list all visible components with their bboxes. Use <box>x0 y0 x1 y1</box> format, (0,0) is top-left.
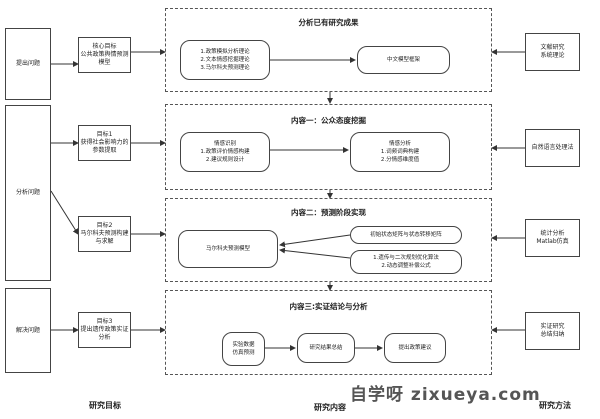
section-existing-research: 分析已有研究成果 <box>165 8 492 92</box>
method-box-literature: 文献研究 系统理论 <box>525 33 580 71</box>
footer-research-methods: 研究方法 <box>539 401 571 410</box>
goal-box-2: 目标2 马尔科夫预测构建 与求解 <box>78 216 131 252</box>
goal-box-core: 核心目标 公共政策舆情预测 模型 <box>78 37 131 73</box>
problem-label: 提出问题 <box>15 60 40 67</box>
emotion-recognition-box: 情感识别 1.政策评价情感构建 2.建议规则设计 <box>180 132 270 172</box>
step-experiment-box: 实验数据 仿真预测 <box>222 332 265 366</box>
theory-item: 2.文本情感挖掘理论 <box>200 57 250 63</box>
goal-line: 获得社会影响力的 <box>80 139 129 146</box>
content-item: 情感分析 <box>388 141 411 147</box>
section-title: 内容二：预测阶段实现 <box>291 208 366 217</box>
watermark: 自学呀 zixueya.com <box>350 385 541 405</box>
goal-line: 与求解 <box>95 238 114 245</box>
problem-label: 分析问题 <box>15 189 40 196</box>
section-content-one: 内容一：公众态度挖掘 <box>165 104 492 190</box>
method-line: 实证研究 <box>540 323 565 330</box>
goal-line: 提出遗传政策实证 <box>80 326 129 333</box>
content-item: 情感识别 <box>213 141 236 147</box>
goal-line: 分析 <box>98 334 111 341</box>
section-title: 内容三:实证结论与分析 <box>289 302 368 311</box>
framework-label: 中文模型框架 <box>386 57 420 63</box>
content-item: 1.政策评价情感构建 <box>200 149 250 155</box>
goal-line: 马尔科夫预测构建 <box>80 230 129 237</box>
problem-label: 解决问题 <box>15 326 40 334</box>
goal-line: 目标3 <box>96 318 113 325</box>
step-suggestion-box: 提出政策建议 <box>384 333 446 363</box>
problem-box-solve: 解决问题 <box>5 288 51 373</box>
goal-line: 目标1 <box>96 131 113 138</box>
footer-research-content: 研究内容 <box>314 403 346 412</box>
footer-research-goals: 研究目标 <box>89 401 121 410</box>
goal-box-1: 目标1 获得社会影响力的 参数提取 <box>78 125 131 161</box>
method-line: 统计分析 <box>540 230 565 237</box>
theory-item: 3.马尔科夫预测理论 <box>200 65 250 71</box>
model-label: 马尔科夫预测模型 <box>205 246 250 252</box>
matrix-label: 初始状态矩阵与状态转移矩阵 <box>370 232 442 238</box>
model-framework-box: 中文模型框架 <box>357 46 450 74</box>
problem-box-raise: 提出问题 <box>5 28 51 100</box>
state-matrix-box: 初始状态矩阵与状态转移矩阵 <box>350 226 462 244</box>
method-line: Matlab仿真 <box>536 238 569 245</box>
section-content-two: 内容二：预测阶段实现 <box>165 198 492 282</box>
method-line: 自然语言处理法 <box>531 144 574 151</box>
emotion-analysis-box: 情感分析 1.词频词典构建 2.分情感维度值 <box>350 132 450 172</box>
section-title: 内容一：公众态度挖掘 <box>291 116 366 125</box>
section-content-three: 内容三:实证结论与分析 <box>165 290 492 375</box>
method-line: 文献研究 <box>540 44 565 51</box>
step-line: 仿真预测 <box>232 350 255 356</box>
content-item: 2.动态调整补偿公式 <box>381 263 431 269</box>
method-line: 总结归纳 <box>540 331 565 338</box>
theory-list-box: 1.政策模拟分析理论 2.文本情感挖掘理论 3.马尔科夫预测理论 <box>180 40 270 80</box>
goal-line: 参数提取 <box>92 147 117 154</box>
method-box-empirical: 实证研究 总结归纳 <box>525 312 580 350</box>
step-line: 实验数据 <box>232 342 255 348</box>
method-box-nlp: 自然语言处理法 <box>525 129 580 167</box>
markov-model-box: 马尔科夫预测模型 <box>178 230 278 268</box>
problem-box-analyze: 分析问题 <box>5 105 51 281</box>
step-summary-box: 研究结果总结 <box>297 333 355 363</box>
section-title: 分析已有研究成果 <box>298 18 359 27</box>
goal-line: 模型 <box>98 59 111 66</box>
goal-line: 公共政策舆情预测 <box>80 51 129 58</box>
optimization-box: 1.遗传与二次规划优化算法 2.动态调整补偿公式 <box>350 250 462 274</box>
goal-line: 目标2 <box>96 222 113 229</box>
method-box-statistics: 统计分析 Matlab仿真 <box>525 219 580 257</box>
content-item: 2.建议规则设计 <box>205 157 245 163</box>
goal-box-3: 目标3 提出遗传政策实证 分析 <box>78 312 131 348</box>
goal-line: 核心目标 <box>92 43 117 50</box>
content-item: 2.分情感维度值 <box>380 157 420 163</box>
content-item: 1.词频词典构建 <box>380 149 420 155</box>
theory-item: 1.政策模拟分析理论 <box>200 49 250 55</box>
method-line: 系统理论 <box>540 52 565 59</box>
content-item: 1.遗传与二次规划优化算法 <box>373 255 439 261</box>
step-line: 提出政策建议 <box>398 345 432 351</box>
step-line: 研究结果总结 <box>309 345 343 351</box>
